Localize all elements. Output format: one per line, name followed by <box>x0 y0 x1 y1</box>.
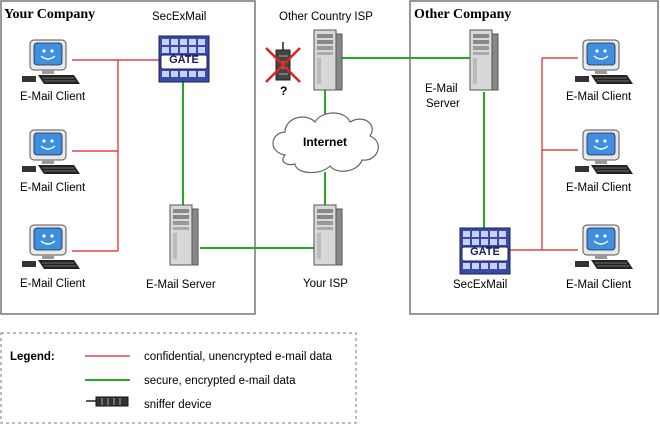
gate-text: GATE <box>470 246 500 258</box>
your-company-frame <box>0 0 256 315</box>
legend: Legend: confidential, unencrypted e-mail… <box>0 332 357 424</box>
computer-icon <box>21 39 81 85</box>
server-icon <box>313 29 343 91</box>
your-company-title: Your Company <box>4 7 95 22</box>
client-label: E-Mail Client <box>20 91 86 103</box>
client-label: E-Mail Client <box>566 279 632 291</box>
blocked-cross-icon <box>265 47 301 83</box>
your-secexmail-gateway[interactable]: SecExMail GATE <box>152 11 210 83</box>
server-label-line2: Server <box>426 98 460 110</box>
other-client-3[interactable]: E-Mail Client <box>566 224 634 291</box>
server-label: E-Mail Server <box>146 279 216 291</box>
other-client-1[interactable]: E-Mail Client <box>566 39 634 103</box>
computer-icon <box>21 129 81 175</box>
gate-text: GATE <box>169 54 199 66</box>
gateway-label: SecExMail <box>152 11 206 23</box>
computer-icon <box>21 224 81 270</box>
your-client-3[interactable]: E-Mail Client <box>20 224 86 290</box>
other-client-2[interactable]: E-Mail Client <box>566 129 634 194</box>
client-label: E-Mail Client <box>20 278 86 290</box>
other-country-isp-label: Other Country ISP <box>279 11 373 23</box>
other-secexmail-gateway[interactable]: GATE SecExMail <box>453 227 511 291</box>
server-icon <box>469 29 499 91</box>
legend-green-text: secure, encrypted e-mail data <box>144 375 296 387</box>
internet-cloud: Internet <box>272 112 379 174</box>
other-company-title: Other Company <box>414 7 511 22</box>
legend-sniffer-text: sniffer device <box>144 399 212 411</box>
other-company-unencrypted-lines <box>510 57 578 251</box>
server-label-line1: E-Mail <box>425 83 458 95</box>
computer-icon <box>574 39 634 85</box>
your-isp-label: Your ISP <box>303 278 348 290</box>
cloud-icon <box>272 112 379 174</box>
other-email-server[interactable]: E-Mail Server <box>425 29 499 110</box>
your-email-server[interactable]: E-Mail Server <box>146 204 216 291</box>
client-label: E-Mail Client <box>20 182 86 194</box>
sniffer-device: ? <box>265 42 301 98</box>
computer-icon <box>574 129 634 175</box>
computer-icon <box>574 224 634 270</box>
your-client-2[interactable]: E-Mail Client <box>20 129 86 194</box>
client-label: E-Mail Client <box>566 182 632 194</box>
legend-title: Legend: <box>10 351 55 363</box>
legend-sniffer-icon <box>86 396 129 407</box>
internet-label: Internet <box>303 135 347 149</box>
legend-red-text: confidential, unencrypted e-mail data <box>144 351 333 363</box>
other-company-frame <box>409 0 659 315</box>
your-client-1[interactable]: E-Mail Client <box>20 39 86 103</box>
your-isp[interactable]: Your ISP <box>303 204 348 290</box>
unknown-mark: ? <box>280 84 287 98</box>
gateway-label: SecExMail <box>453 279 507 291</box>
server-icon <box>313 204 343 266</box>
other-country-isp[interactable]: Other Country ISP <box>279 11 373 91</box>
your-company-unencrypted-lines <box>72 59 160 252</box>
client-label: E-Mail Client <box>566 91 632 103</box>
server-icon <box>169 204 199 266</box>
